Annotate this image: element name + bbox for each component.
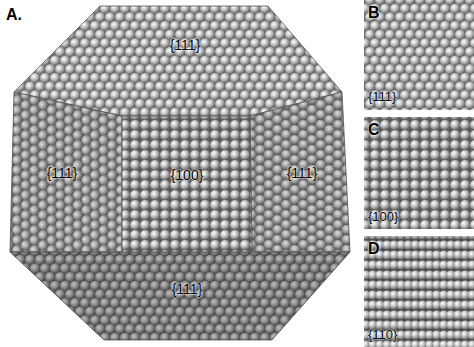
facet-label: {111}	[287, 166, 318, 181]
bottom-facet	[10, 252, 350, 340]
panel-letter: B	[368, 4, 380, 22]
right-shade	[250, 92, 350, 252]
top-facet	[14, 6, 342, 116]
facet-label: {100}	[171, 168, 204, 183]
facet-label: {111}	[172, 282, 203, 297]
panel-100	[364, 117, 474, 229]
right-facet	[250, 92, 350, 252]
left-facet	[10, 92, 122, 252]
facet-label: {100}	[368, 210, 398, 224]
panel-111	[364, 0, 474, 110]
center-facet	[122, 116, 252, 252]
panel-letter: A.	[6, 6, 22, 24]
facet-label: {110}	[368, 328, 397, 342]
facet-label: {111}	[47, 166, 78, 181]
bottom-shade	[10, 252, 350, 340]
facet-label: {111}	[368, 90, 396, 104]
panel-letter: D	[368, 240, 380, 258]
particle	[10, 6, 350, 340]
panel-110	[364, 236, 474, 347]
left-shade	[10, 92, 122, 252]
panel-letter: C	[368, 121, 380, 139]
facet-label: {111}	[170, 38, 201, 53]
